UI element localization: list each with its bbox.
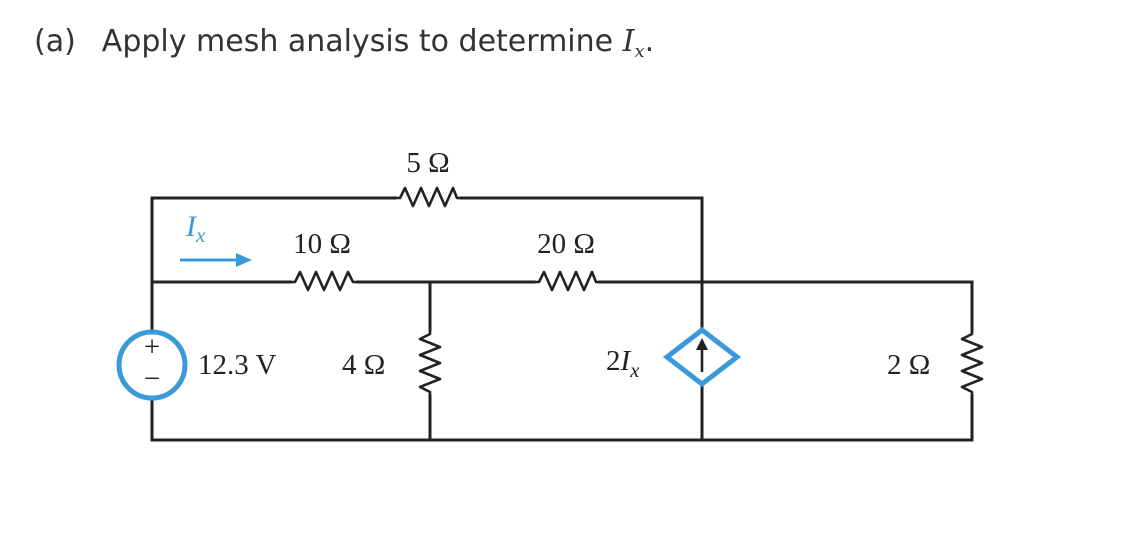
label-4-ohm: 4 Ω xyxy=(342,349,385,381)
current-arrow-ix: Ix xyxy=(180,210,252,267)
question-part-label: (a) xyxy=(34,24,76,59)
label-2-ohm: 2 Ω xyxy=(887,349,930,381)
circuit-wires xyxy=(150,196,974,442)
arrow-up-icon xyxy=(696,338,708,350)
resistor-4-ohm xyxy=(418,330,442,396)
question-text: (a) Apply mesh analysis to determine Ix. xyxy=(34,24,654,62)
arrow-right-icon xyxy=(236,253,252,267)
source-minus-sign: − xyxy=(144,363,160,395)
question-period: . xyxy=(644,24,655,59)
label-dependent-source: 2Ix xyxy=(606,345,640,382)
dependent-current-source xyxy=(662,326,742,388)
label-5-ohm: 5 Ω xyxy=(406,147,449,179)
question-variable: Ix xyxy=(622,24,645,62)
voltage-source: + − xyxy=(116,329,188,401)
resistor-2-ohm xyxy=(960,330,984,396)
resistor-5-ohm xyxy=(395,186,461,208)
current-label-ix: Ix xyxy=(185,210,206,247)
label-10-ohm: 10 Ω xyxy=(293,228,351,260)
question-body: Apply mesh analysis to determine xyxy=(101,24,623,59)
resistor-10-ohm xyxy=(290,270,358,292)
label-source-voltage: 12.3 V xyxy=(198,349,276,381)
label-20-ohm: 20 Ω xyxy=(537,228,595,260)
resistor-20-ohm xyxy=(534,270,600,292)
source-plus-sign: + xyxy=(144,331,160,363)
